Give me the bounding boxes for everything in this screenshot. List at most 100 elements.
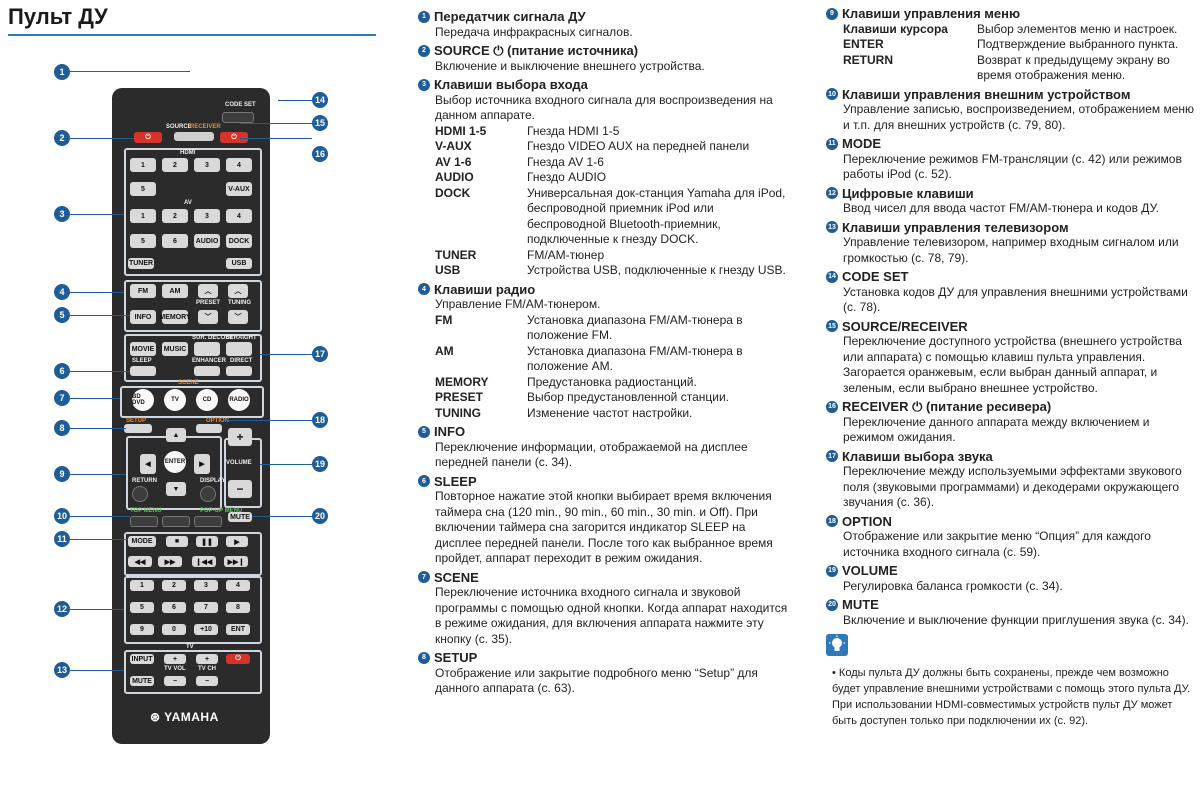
section-5-number: 5 [418, 425, 430, 438]
hdmi-5-button[interactable]: 5 [130, 182, 156, 196]
section-17-number: 17 [826, 450, 838, 463]
receiver-power-button[interactable]: ⏻ [220, 132, 248, 143]
source-receiver-switch[interactable] [174, 132, 214, 141]
preset-up-button[interactable]: ︿ [198, 284, 218, 298]
hdmi-3-button[interactable]: 3 [194, 158, 220, 172]
av-3-button[interactable]: 3 [194, 209, 220, 223]
hdmi-4-button[interactable]: 4 [226, 158, 252, 172]
sleep-button[interactable] [130, 366, 156, 376]
tv-control-group [124, 650, 262, 694]
am-button[interactable]: AM [162, 284, 188, 298]
num-0-button[interactable]: 0 [162, 624, 186, 635]
direct-button[interactable] [226, 366, 252, 376]
num-5-button[interactable]: 5 [130, 602, 154, 613]
tv-ch-down-button[interactable]: − [196, 676, 218, 686]
preset-down-button[interactable]: ﹀ [198, 310, 218, 324]
scene-radio-button[interactable]: RADIO [228, 389, 250, 411]
fast-forward-button[interactable]: ▶▶ [158, 556, 182, 567]
av-1-button[interactable]: 1 [130, 209, 156, 223]
usb-button[interactable]: USB [226, 258, 252, 269]
info-button[interactable]: INFO [130, 310, 156, 324]
play-button[interactable]: ▶ [226, 536, 248, 547]
num-1-button[interactable]: 1 [130, 580, 154, 591]
setup-button[interactable] [124, 424, 152, 433]
source-power-button[interactable]: ⏻ [134, 132, 162, 143]
cursor-right-button[interactable]: ▶ [194, 454, 210, 474]
tv-vol-up-button[interactable]: + [164, 654, 186, 664]
section-19-text: Регулировка баланса громкости (с. 34). [843, 578, 1063, 593]
callout-18: 18 [312, 412, 328, 428]
num-7-button[interactable]: 7 [194, 602, 218, 613]
callout-18-line [224, 420, 312, 421]
volume-up-button[interactable]: + [228, 428, 252, 446]
section-10-number: 10 [826, 88, 838, 101]
hdmi-2-button[interactable]: 2 [162, 158, 188, 172]
tuning-up-button[interactable]: ︿ [228, 284, 248, 298]
section-2-text: Включение и выключение внешнего устройст… [435, 58, 705, 73]
v-aux-button[interactable]: V-AUX [226, 182, 252, 196]
num-6-button[interactable]: 6 [162, 602, 186, 613]
tv-ch-up-button[interactable]: + [196, 654, 218, 664]
skip-forward-button[interactable]: ▶▶❙ [224, 556, 248, 567]
tv-vol-down-button[interactable]: − [164, 676, 186, 686]
scene-tv-button[interactable]: TV [164, 389, 186, 411]
stop-button[interactable]: ■ [166, 536, 188, 547]
tv-input-button[interactable]: INPUT [130, 654, 154, 664]
mute-button[interactable]: MUTE [228, 512, 252, 522]
skip-back-button[interactable]: ❙◀◀ [192, 556, 216, 567]
callout-16-line [240, 138, 312, 139]
fm-button[interactable]: FM [130, 284, 156, 298]
cursor-up-button[interactable]: ▲ [166, 428, 186, 442]
dock-button[interactable]: DOCK [226, 234, 252, 248]
straight-button[interactable] [226, 342, 252, 356]
num-ent-button[interactable]: ENT [226, 624, 250, 635]
volume-down-button[interactable]: − [228, 480, 252, 498]
callout-15-line [240, 123, 312, 124]
tv-mute-button[interactable]: MUTE [130, 676, 154, 686]
enhancer-button[interactable] [194, 366, 220, 376]
av-6-button[interactable]: 6 [162, 234, 188, 248]
num-2-button[interactable]: 2 [162, 580, 186, 591]
audio-button[interactable]: AUDIO [194, 234, 220, 248]
scene-cd-button[interactable]: CD [196, 389, 218, 411]
preset-label: PRESET [196, 300, 221, 306]
tuner-button[interactable]: TUNER [128, 258, 154, 269]
scene-bd-dvd-button[interactable]: BD DVD [132, 389, 154, 411]
music-button[interactable]: MUSIC [162, 342, 188, 356]
sur-decode-button[interactable] [194, 342, 220, 356]
display-button[interactable] [200, 486, 216, 502]
hdmi-1-button[interactable]: 1 [130, 158, 156, 172]
callout-8: 8 [54, 420, 70, 436]
option-button[interactable] [196, 424, 222, 433]
enter-button[interactable]: ENTER [164, 451, 186, 473]
cursor-down-button[interactable]: ▼ [166, 482, 186, 496]
tv-power-button[interactable]: ⏻ [226, 654, 250, 664]
memory-button[interactable]: MEMORY [159, 310, 191, 324]
av-4-button[interactable]: 4 [226, 209, 252, 223]
num-9-button[interactable]: 9 [130, 624, 154, 635]
num-8-button[interactable]: 8 [226, 602, 250, 613]
section-5-text: Переключение информации, отображаемой на… [435, 439, 748, 470]
av-5-button[interactable]: 5 [130, 234, 156, 248]
return-button[interactable] [132, 486, 148, 502]
top-menu-button[interactable] [130, 516, 158, 527]
popup-menu-button[interactable] [194, 516, 222, 527]
num-4-button[interactable]: 4 [226, 580, 250, 591]
tuning-down-button[interactable]: ﹀ [228, 310, 248, 324]
num-3-button[interactable]: 3 [194, 580, 218, 591]
num-plus10-button[interactable]: +10 [194, 624, 218, 635]
pause-button[interactable]: ❚❚ [196, 536, 218, 547]
rewind-button[interactable]: ◀◀ [128, 556, 152, 567]
cursor-left-button[interactable]: ◀ [140, 454, 156, 474]
ext-device-button[interactable] [162, 516, 190, 527]
section-4-number: 4 [418, 283, 430, 296]
av-2-button[interactable]: 2 [162, 209, 188, 223]
code-set-button[interactable] [222, 112, 254, 123]
mode-button[interactable]: MODE [128, 536, 156, 547]
movie-button[interactable]: MOVIE [130, 342, 156, 356]
